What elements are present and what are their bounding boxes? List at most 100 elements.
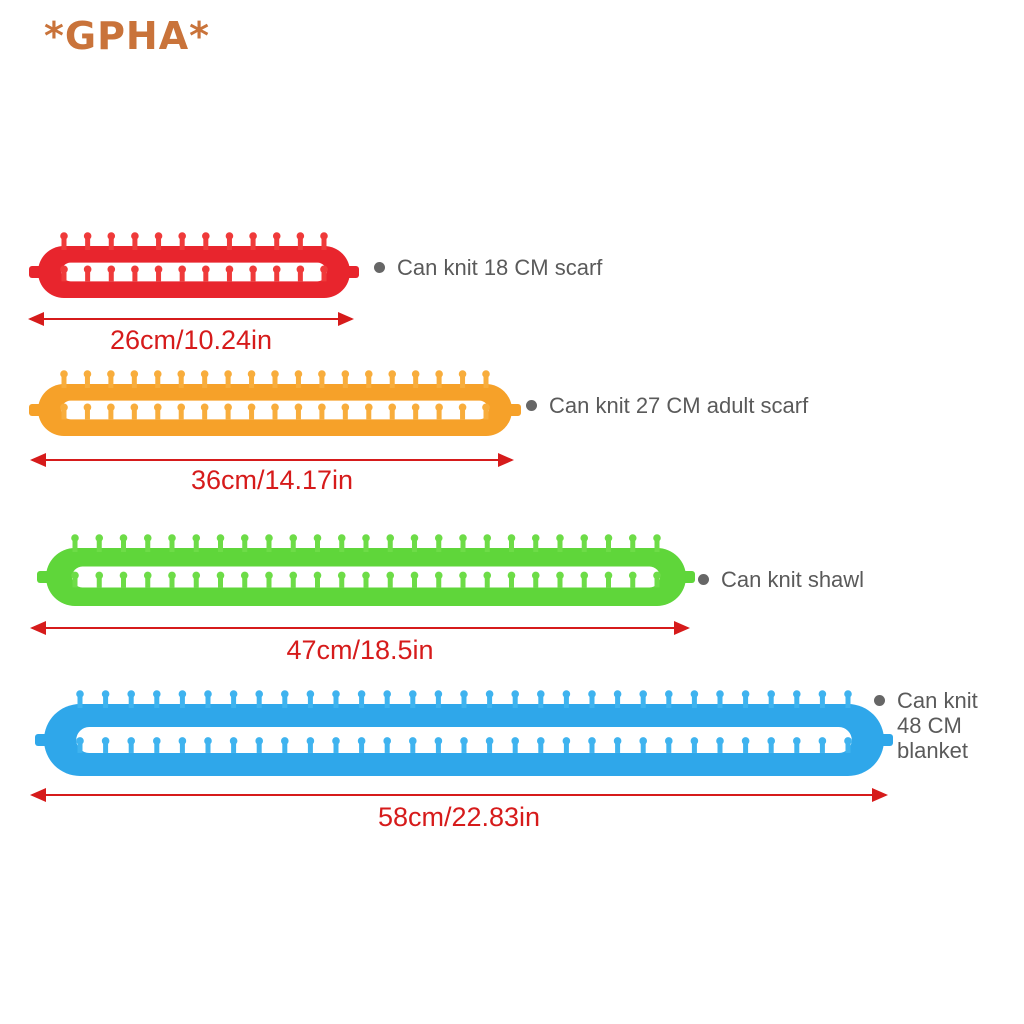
- loom-peg-head: [320, 265, 328, 274]
- loom-peg-head: [249, 232, 257, 240]
- loom-peg: [410, 694, 416, 708]
- loom-peg: [249, 374, 255, 388]
- loom-peg: [412, 538, 417, 552]
- loom-peg: [131, 407, 137, 420]
- loom-peg: [295, 407, 301, 420]
- loom-peg-head: [202, 232, 210, 240]
- loom-peg: [85, 269, 91, 282]
- loom-peg: [154, 694, 160, 708]
- loom-peg-head: [76, 737, 84, 745]
- loom-green-size-label: 47cm/18.5in: [286, 635, 434, 665]
- loom-peg-head: [767, 737, 775, 745]
- loom-peg-head: [76, 690, 84, 698]
- loom-peg-head: [154, 265, 163, 274]
- loom-peg: [819, 740, 825, 753]
- loom-peg: [218, 575, 223, 588]
- loom-peg: [307, 694, 313, 708]
- loom-peg-head: [580, 571, 589, 580]
- loom-peg: [509, 575, 514, 588]
- loom-peg: [384, 694, 390, 708]
- loom-peg: [384, 740, 390, 753]
- loom-peg-head: [313, 571, 322, 580]
- loom-peg-head: [225, 265, 234, 274]
- loom-peg-head: [537, 737, 545, 745]
- loom-peg: [242, 538, 248, 552]
- loom-peg-head: [281, 737, 289, 745]
- loom-peg: [691, 694, 697, 708]
- loom-peg: [460, 374, 466, 388]
- loom-peg-head: [410, 534, 419, 542]
- loom-peg-head: [240, 534, 249, 542]
- loom-peg: [487, 694, 493, 708]
- loom-peg: [487, 740, 493, 753]
- loom-peg-head: [556, 571, 564, 580]
- loom-peg-head: [271, 403, 279, 412]
- loom-peg: [436, 575, 442, 588]
- loom-peg: [743, 694, 749, 708]
- loom-peg-head: [127, 690, 135, 698]
- loom-peg-head: [716, 690, 724, 698]
- loom-peg: [512, 694, 518, 708]
- loom-peg: [155, 374, 161, 388]
- loom-peg: [72, 575, 78, 588]
- loom-peg-head: [409, 690, 417, 698]
- loom-peg: [483, 374, 489, 388]
- loom-peg: [366, 374, 372, 388]
- loom-peg: [342, 374, 348, 388]
- loom-peg-head: [178, 265, 186, 274]
- loom-peg-head: [511, 690, 519, 698]
- loom-peg-head: [130, 370, 139, 378]
- loom-peg-head: [362, 571, 370, 580]
- loom-peg-head: [410, 571, 419, 580]
- loom-peg-head: [653, 534, 661, 542]
- loom-peg: [413, 374, 419, 388]
- loom-peg-head: [224, 403, 232, 412]
- loom-peg-head: [388, 403, 397, 412]
- loom-peg: [666, 740, 672, 753]
- loom-peg-head: [107, 265, 116, 274]
- loom-peg: [108, 374, 114, 388]
- loom-peg-head: [434, 690, 443, 698]
- loom-peg: [557, 538, 563, 552]
- loom-peg: [103, 740, 109, 753]
- loom-peg: [412, 575, 417, 588]
- loom-peg: [743, 740, 749, 753]
- loom-peg: [231, 694, 237, 708]
- loom-peg: [654, 538, 660, 552]
- loom-peg: [121, 575, 126, 588]
- loom-peg: [436, 407, 442, 420]
- loom-peg: [290, 575, 296, 588]
- loom-peg-head: [83, 370, 92, 378]
- loom-peg: [435, 740, 441, 753]
- loom-peg-head: [107, 403, 115, 412]
- loom-green-dimension-arrow: [30, 621, 690, 635]
- loom-peg-head: [178, 690, 187, 698]
- loom-peg: [717, 694, 723, 708]
- loom-peg: [359, 694, 365, 708]
- loom-peg-head: [459, 571, 467, 580]
- loom-peg: [202, 374, 208, 388]
- loom-peg: [538, 694, 544, 708]
- loom-peg-head: [131, 232, 139, 240]
- loom-peg-head: [168, 571, 176, 580]
- loom-peg-head: [289, 534, 298, 542]
- loom-green: [37, 534, 695, 606]
- loom-peg-head: [507, 571, 516, 580]
- loom-peg: [606, 538, 611, 552]
- loom-peg-head: [255, 690, 263, 698]
- loom-peg: [640, 694, 646, 708]
- loom-blue-note: Can knit 48 CM blanket: [874, 688, 978, 763]
- loom-peg-head: [409, 737, 417, 745]
- loom-peg-head: [357, 737, 366, 745]
- loom-peg-head: [131, 265, 139, 274]
- loom-peg-head: [216, 534, 225, 542]
- loom-red-size-label: 26cm/10.24in: [109, 325, 273, 355]
- loom-peg-head: [247, 403, 256, 412]
- loom-peg: [155, 407, 161, 420]
- loom-peg-head: [844, 737, 852, 745]
- loom-peg-head: [143, 571, 152, 580]
- loom-peg: [250, 269, 256, 282]
- loom-peg: [61, 407, 67, 420]
- loom-peg-head: [383, 690, 392, 698]
- loom-peg-head: [604, 571, 613, 580]
